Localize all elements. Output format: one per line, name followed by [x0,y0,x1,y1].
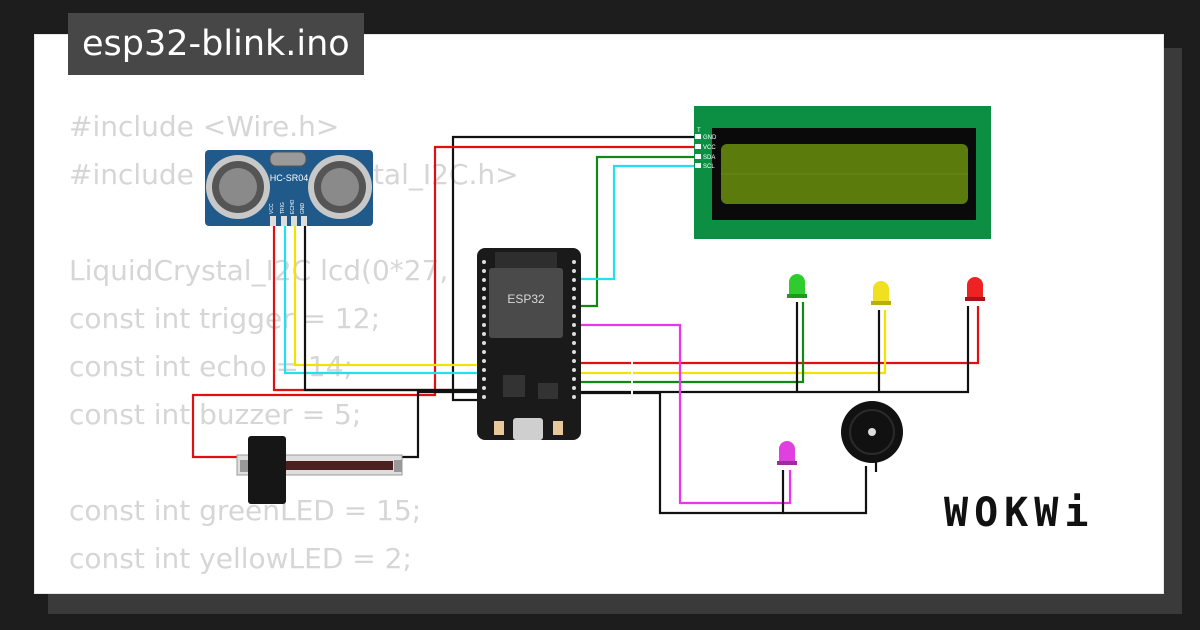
wire-lcd-vcc[interactable] [191,145,697,459]
sensor-pin-vcc: VCC [269,203,275,214]
wires [191,135,980,515]
wire-led-gnd[interactable] [578,306,970,394]
sensor-pin-echo: ECHO [290,199,296,214]
code-line: const int trigger = 12; [69,302,381,335]
code-line: const int greenLED = 15; [69,494,422,527]
wire-sensor-trig[interactable] [283,218,482,375]
lcd-pin-marker: T [697,128,701,134]
wire-led-magenta[interactable] [578,323,792,505]
wire-led-red[interactable] [578,306,980,365]
led-yellow[interactable] [871,281,891,305]
code-line: const int yellowLED = 2; [69,542,412,575]
esp32-pins [482,260,576,399]
wire-lcd-sda[interactable] [578,155,697,308]
lcd-pin-vcc: VCC [703,145,716,151]
wire-buzzer[interactable] [783,466,868,515]
wire-lcd-gnd[interactable] [451,135,697,402]
sensor-pin-trig: TRIG [280,202,286,214]
wire-sensor-gnd[interactable] [303,218,480,392]
hc-sr04-sensor[interactable]: HC-SR04 VCC TRIG ECHO GND [205,150,373,226]
code-line: LiquidCrystal_I2C lcd(0*27, [69,254,449,287]
sensor-pin-gnd: GND [300,203,306,215]
project-title: esp32-blink.ino [68,13,364,75]
lcd-display[interactable]: T GND VCC SDA SCL [694,106,991,239]
wire-slider-gnd[interactable] [400,390,480,459]
lcd-pin-scl: SCL [703,164,715,170]
buzzer[interactable] [841,401,903,463]
code-line: const int echo = 14; [69,350,353,383]
code-line: const int redLED = 4; [69,583,519,593]
wokwi-logo: WOKWi [944,490,1095,536]
slide-potentiometer[interactable] [236,436,403,504]
lcd-pin-sda: SDA [703,155,715,161]
led-green[interactable] [787,274,807,298]
led-magenta[interactable] [777,441,797,465]
slider-knob[interactable] [248,436,286,504]
led-red[interactable] [965,277,985,301]
wire-sensor-echo[interactable] [293,218,482,367]
code-line: #include <Wire.h> [69,110,340,143]
sensor-label: HC-SR04 [270,173,309,183]
lcd-pin-gnd: GND [703,135,717,141]
esp32-label: ESP32 [507,292,545,306]
esp32-board[interactable]: ESP32 [477,248,581,440]
wire-lcd-scl[interactable] [578,164,697,281]
code-line: const int buzzer = 5; [69,398,362,431]
wire-led-green[interactable] [578,302,805,384]
